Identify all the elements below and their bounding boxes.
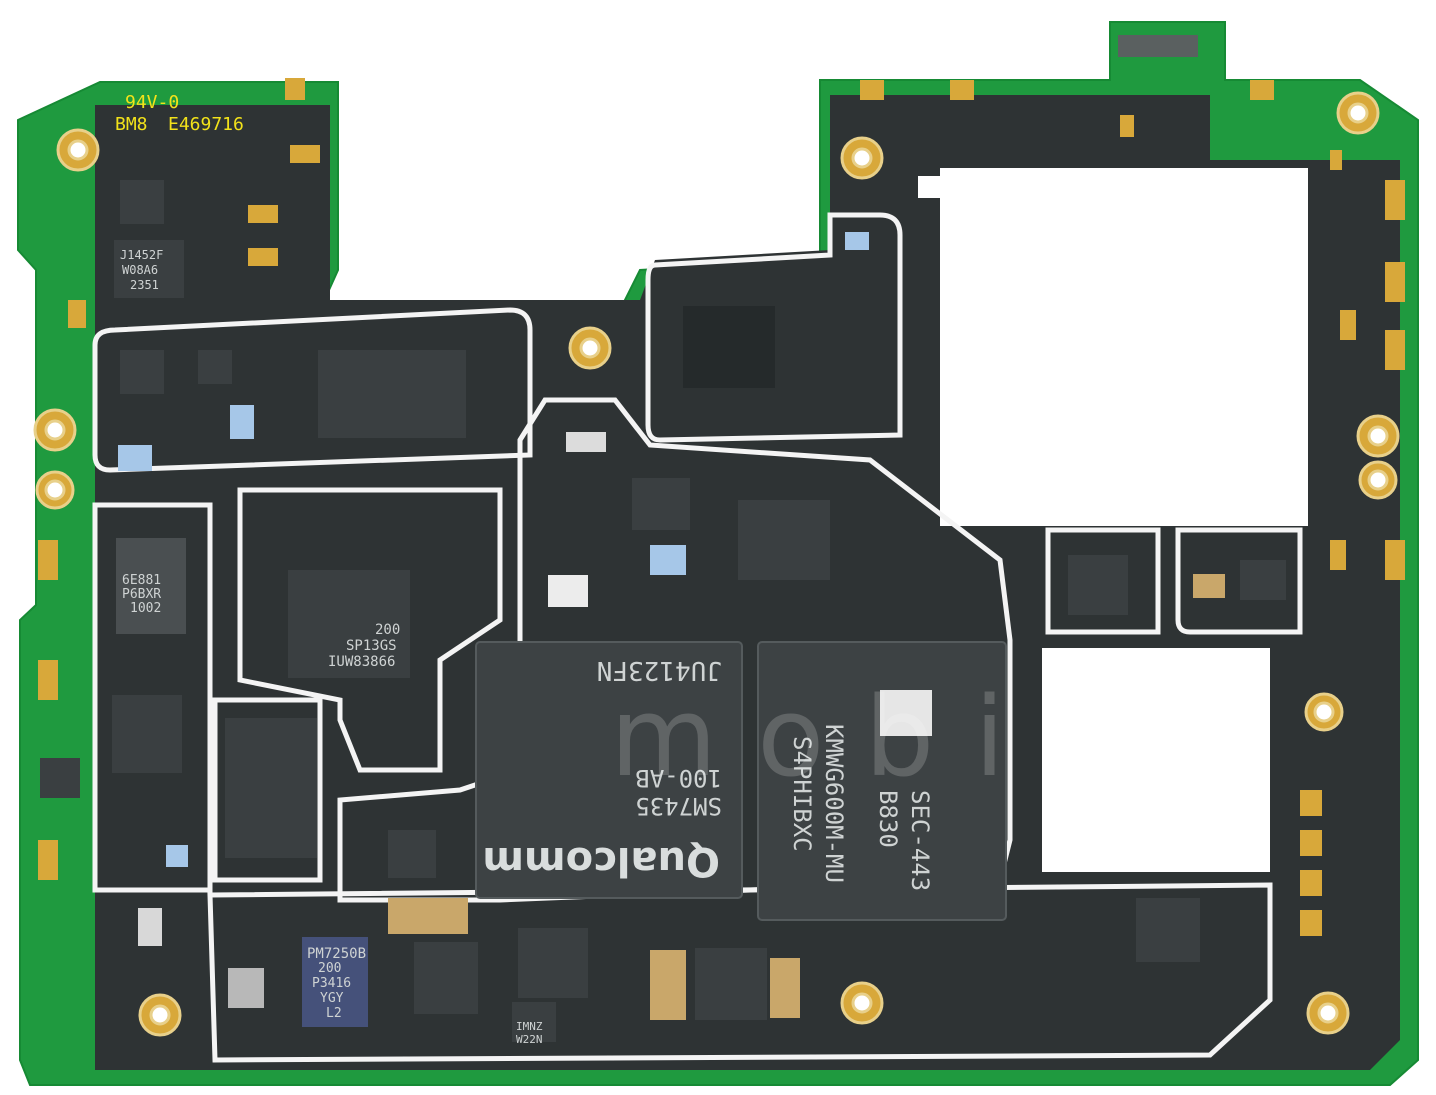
chip-top-mid <box>683 306 775 388</box>
rf-line2: SP13GS <box>346 638 397 654</box>
memory-qr-code <box>880 690 932 736</box>
chip-small-top <box>120 180 164 224</box>
passive-components <box>118 115 1342 1020</box>
chip-small-b <box>198 350 232 384</box>
pa-line2: P6BXR <box>122 587 161 602</box>
pmic-line1: PM7250B <box>307 946 366 962</box>
rf-line1: 200 <box>375 622 400 638</box>
cutout-bottom <box>1042 648 1270 872</box>
pmic-small-line2: W22N <box>516 1033 543 1046</box>
file-number-text: E469716 <box>168 114 244 135</box>
switch-line2: W08A6 <box>122 263 158 277</box>
pa-line1: 6E881 <box>122 573 161 588</box>
modem-chip <box>318 350 466 438</box>
pa-2-chip <box>225 718 317 858</box>
chip-right-1 <box>1068 555 1128 615</box>
soc-chip <box>475 641 743 899</box>
rf-transceiver-chip <box>288 570 410 678</box>
chip-bottom-3 <box>414 942 478 1014</box>
chip-bottom-2 <box>695 948 767 1020</box>
chip-small-d <box>388 830 436 878</box>
chip-small-f <box>40 758 80 798</box>
memory-line4: S4PHIBXC <box>788 736 816 852</box>
ul-rating-text: 94V-0 <box>125 92 179 113</box>
chip-right-2 <box>1240 560 1286 600</box>
rf-line3: IUW83866 <box>328 654 395 670</box>
chip-small-e <box>512 1002 556 1042</box>
chip-mid-wide <box>738 500 830 580</box>
pmic-small-line1: IMNZ <box>516 1020 543 1033</box>
soc-brand-logo: Qualcomm <box>482 838 720 884</box>
chip-bottom-1 <box>518 928 588 998</box>
memory-line3: KMWG600M-MU <box>820 724 848 883</box>
memory-line2: B830 <box>874 790 902 848</box>
pmic-line5: L2 <box>326 1006 342 1021</box>
switch-line1: J1452F <box>120 248 163 262</box>
pmic-line2: 200 <box>318 961 341 976</box>
pmic-line3: P3416 <box>312 976 351 991</box>
pa-line3: 1002 <box>130 601 161 616</box>
chip-small-c <box>632 478 690 530</box>
switch-line3: 2351 <box>130 278 159 292</box>
cutout-top <box>940 168 1308 526</box>
mounting-holes <box>33 91 1400 1037</box>
chip-bank-left <box>112 695 182 773</box>
pmic-line4: YGY <box>320 991 344 1006</box>
watermark-text: mobile <box>610 673 1223 801</box>
memory-chip <box>757 641 1007 921</box>
switch-chip <box>114 240 184 298</box>
board-code-text: BM8 <box>115 114 148 135</box>
memory-line1: SEC-443 <box>906 790 934 891</box>
soc-line3: SM7435 <box>635 792 722 820</box>
soc-line2: 100-AB <box>635 764 722 792</box>
chip-small-a <box>120 350 164 394</box>
edge-contacts <box>38 35 1405 936</box>
chip-bottom-right <box>1136 898 1200 962</box>
soc-part-number: JU4123FN <box>597 655 722 685</box>
pmic-chip <box>302 937 368 1027</box>
pa-module-chip <box>116 538 186 634</box>
